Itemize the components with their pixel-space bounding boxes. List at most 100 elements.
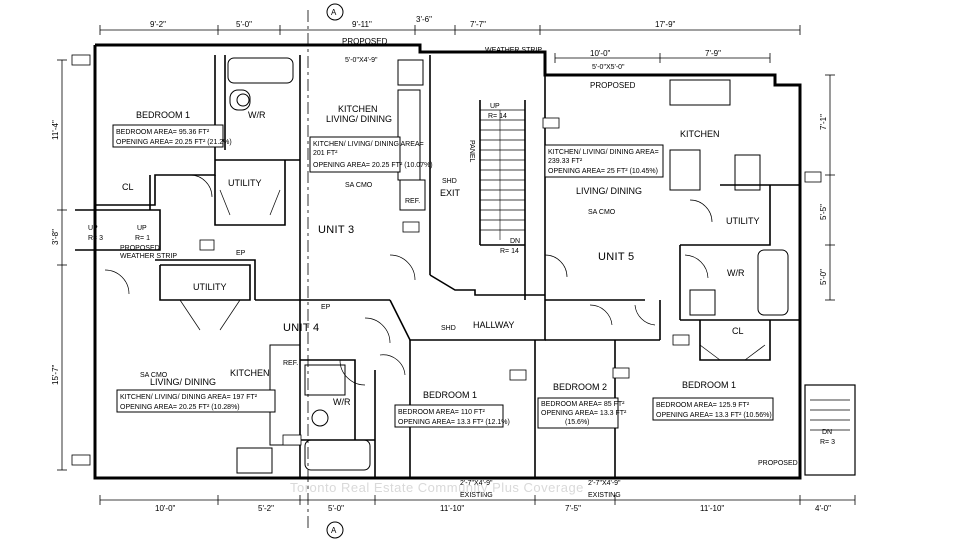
note-r1-left: R= 1 xyxy=(135,235,150,242)
note-up-left: UP xyxy=(88,225,98,232)
area-bed2-u5-line2: OPENING AREA= 13.3 FT² xyxy=(541,410,627,417)
dim-bottom-6: 11'-10" xyxy=(700,504,724,513)
area-bed1-u5-line1: BEDROOM AREA= 125.9 FT² xyxy=(656,402,750,409)
dim-left-2: 3'-8" xyxy=(51,229,60,245)
note-proposed-top: PROPOSED xyxy=(342,37,388,46)
room-wr-u4: W/R xyxy=(333,397,351,407)
area-bed1-u3-line2: OPENING AREA= 20.25 FT² (21.2%) xyxy=(116,139,232,146)
dim-bottom-3: 5'-0" xyxy=(328,504,344,513)
unit-3-label: UNIT 3 xyxy=(318,224,354,236)
section-marker-top xyxy=(326,3,344,21)
watermark-text: Toronto Real Estate Community Plus Cover… xyxy=(290,480,584,495)
dim-top-6: 17'-9" xyxy=(655,20,676,29)
top-dimension-lines xyxy=(99,25,801,63)
dim-right-3: 5'-0" xyxy=(819,269,828,285)
dim-bottom-7: 4'-0" xyxy=(815,504,831,513)
section-pointer-tags xyxy=(71,54,822,466)
note-up-stairs: UP xyxy=(490,103,500,110)
area-bed1-u4-line2: OPENING AREA= 13.3 FT² (12.1%) xyxy=(398,419,510,426)
room-wr-u5: W/R xyxy=(727,268,745,278)
room-cl-u5: CL xyxy=(732,326,744,336)
bottom-dimension-lines xyxy=(99,495,856,505)
section-marker-bottom-label: A xyxy=(331,526,337,535)
note-panel: PANEL xyxy=(468,140,475,163)
area-bed1-u3-line1: BEDROOM AREA= 95.36 FT² xyxy=(116,129,210,136)
unit-4-label: UNIT 4 xyxy=(283,322,319,334)
note-existing-window-1: 2'-7"X4'-9" xyxy=(460,480,493,487)
room-living-u5: LIVING/ DINING xyxy=(576,186,642,196)
note-existing-window-2: 2'-7"X4'-9" xyxy=(588,480,621,487)
dim-top-3: 9'-11" xyxy=(352,20,372,29)
note-ep-u4: EP xyxy=(236,250,246,257)
dim-bottom-1: 10'-0" xyxy=(155,504,176,513)
room-utility-u4: UTILITY xyxy=(193,282,227,292)
room-kitchen-u4: KITCHEN xyxy=(230,368,270,378)
note-shd-exit: SHD xyxy=(442,178,457,185)
area-kit-u3-line2: 201 FT² xyxy=(313,150,338,157)
room-bedroom1-u3: BEDROOM 1 xyxy=(136,110,190,120)
room-hallway: HALLWAY xyxy=(473,320,514,330)
area-kit-u4-line2: OPENING AREA= 20.25 FT² (10.28%) xyxy=(120,404,240,411)
area-kit-u3-line1: KITCHEN/ LIVING/ DINING AREA= xyxy=(313,141,424,148)
note-proposed-left: PROPOSED xyxy=(120,245,160,252)
note-r14: R= 14 xyxy=(488,113,507,120)
area-bed2-u5-line1: BEDROOM AREA= 85 FT² xyxy=(541,401,625,408)
dim-left-3: 15'-7" xyxy=(51,364,60,385)
dim-top-1: 9'-2" xyxy=(150,20,166,29)
room-bedroom1-u4: BEDROOM 1 xyxy=(423,390,477,400)
note-existing-1: EXISTING xyxy=(460,492,493,499)
area-bed1-u5-line2: OPENING AREA= 13.3 FT² (10.56%) xyxy=(656,412,772,419)
dim-top-5: 7'-7" xyxy=(470,20,486,29)
note-weather-strip-top: WEATHER STRIP xyxy=(485,47,542,54)
note-ep-u3: EP xyxy=(321,304,331,311)
room-living-u3: LIVING/ DINING xyxy=(326,114,392,124)
room-kitchen-u5: KITCHEN xyxy=(680,129,720,139)
note-dn-stairs: DN xyxy=(510,238,520,245)
note-existing-2: EXISTING xyxy=(588,492,621,499)
area-bed1-u4-line1: BEDROOM AREA= 110 FT² xyxy=(398,409,485,416)
note-shd-hallway: SHD xyxy=(441,325,456,332)
section-marker-top-label: A xyxy=(331,8,337,17)
note-sa-cmo-u4: SA CMO xyxy=(140,372,168,379)
note-proposed-u5: PROPOSED xyxy=(590,81,636,90)
area-kit-u5-line1: KITCHEN/ LIVING/ DINING AREA= xyxy=(548,149,659,156)
room-kitchen-u3: KITCHEN xyxy=(338,104,378,114)
note-sa-cmo-u3: SA CMO xyxy=(345,182,373,189)
room-living-u4: LIVING/ DINING xyxy=(150,377,216,387)
room-bedroom1-u5: BEDROOM 1 xyxy=(682,380,736,390)
dim-left-1: 11'-4" xyxy=(51,120,60,140)
room-utility-u5: UTILITY xyxy=(726,216,760,226)
area-kit-u3-line3: OPENING AREA= 20.25 FT² (10.07%) xyxy=(313,162,433,169)
note-refr-u4: REF. xyxy=(283,360,298,367)
dim-bottom-2: 5'-2" xyxy=(258,504,274,513)
room-cl-u3: CL xyxy=(122,182,134,192)
note-sa-cmo-u5: SA CMO xyxy=(588,209,616,216)
area-kit-u4-line1: KITCHEN/ LIVING/ DINING AREA= 197 FT² xyxy=(120,394,258,401)
dim-right-2: 5'-5" xyxy=(819,204,828,220)
note-refr-u3: REF. xyxy=(405,198,420,205)
note-r14-bottom: R= 14 xyxy=(500,248,519,255)
dim-top-4: 3'-6" xyxy=(416,15,432,24)
area-box-frames xyxy=(112,124,774,429)
dim-right-1: 7'-1" xyxy=(819,114,828,130)
exterior-walls xyxy=(93,43,802,480)
exterior-stair xyxy=(804,384,856,476)
stair-treads xyxy=(480,109,850,431)
section-marker-bottom xyxy=(326,521,344,539)
area-kit-u5-line3: OPENING AREA= 25 FT² (10.45%) xyxy=(548,168,658,175)
note-proposed-window-u5: 5'-0"X5'-0" xyxy=(592,64,625,71)
room-bedroom2-u5: BEDROOM 2 xyxy=(553,382,607,392)
area-bed2-u5-line3: (15.6%) xyxy=(565,419,590,426)
side-dimension-lines xyxy=(57,59,835,471)
room-exit: EXIT xyxy=(440,188,461,198)
room-wr-u3: W/R xyxy=(248,110,266,120)
note-dn-ext: DN xyxy=(822,429,832,436)
note-proposed-bottom: PROPOSED xyxy=(758,460,798,467)
dim-bottom-5: 7'-5" xyxy=(565,504,581,513)
note-proposed-window-u3: 5'-0"X4'-9" xyxy=(345,57,378,64)
area-kit-u5-line2: 239.33 FT² xyxy=(548,158,583,165)
dim-top-8: 7'-9" xyxy=(705,49,721,58)
note-up-left-2: UP xyxy=(137,225,147,232)
